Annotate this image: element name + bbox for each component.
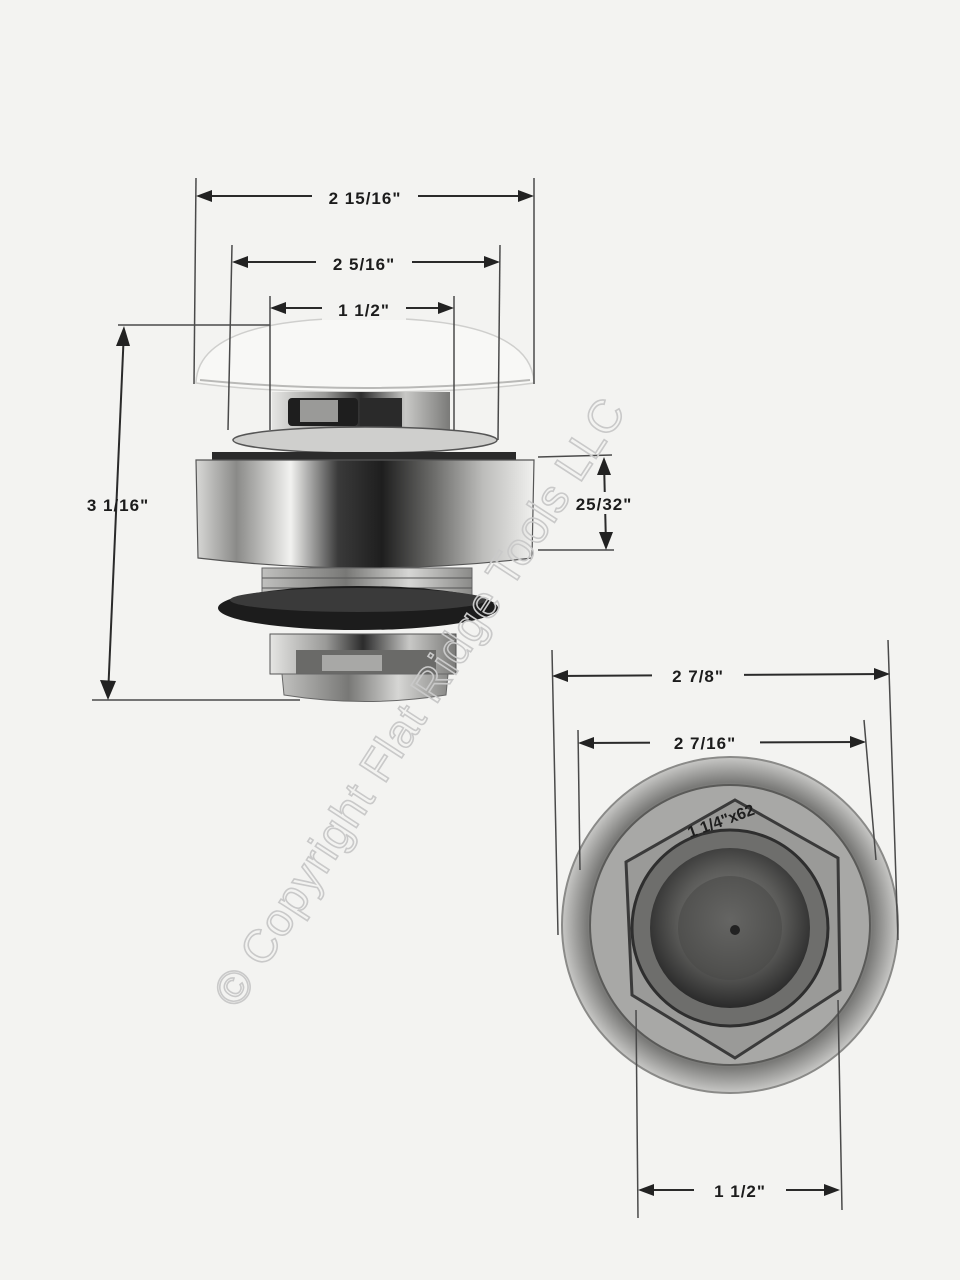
dim-flange-height: 25/32" — [537, 454, 650, 551]
dim-top-outer: 2 15/16" — [193, 177, 535, 385]
dim-overall-height: 3 1/16" — [87, 324, 300, 701]
label-top-outer: 2 15/16" — [329, 189, 402, 208]
dim-top-inner: 1 1/2" — [269, 296, 455, 430]
label-bottom-thread: 1 1/2" — [714, 1182, 766, 1201]
label-top-mid: 2 5/16" — [333, 255, 395, 274]
bottom-view-illustration: 1 1/4"x62 — [561, 756, 899, 1094]
side-view-illustration — [195, 317, 535, 702]
dim-bottom-thread: 1 1/2" — [635, 999, 843, 1219]
dim-bottom-mid: 2 7/16" — [577, 719, 877, 871]
label-bottom-outer: 2 7/8" — [672, 667, 724, 686]
dim-top-mid: 2 5/16" — [227, 244, 501, 441]
label-top-inner: 1 1/2" — [338, 301, 390, 320]
label-bottom-mid: 2 7/16" — [674, 734, 736, 753]
label-overall-height: 3 1/16" — [87, 496, 149, 515]
cap-top — [195, 317, 535, 393]
collar-top — [232, 426, 498, 454]
body-cylinder — [195, 459, 535, 569]
dim-bottom-outer: 2 7/8" — [551, 639, 899, 941]
label-flange-height: 25/32" — [576, 495, 633, 514]
